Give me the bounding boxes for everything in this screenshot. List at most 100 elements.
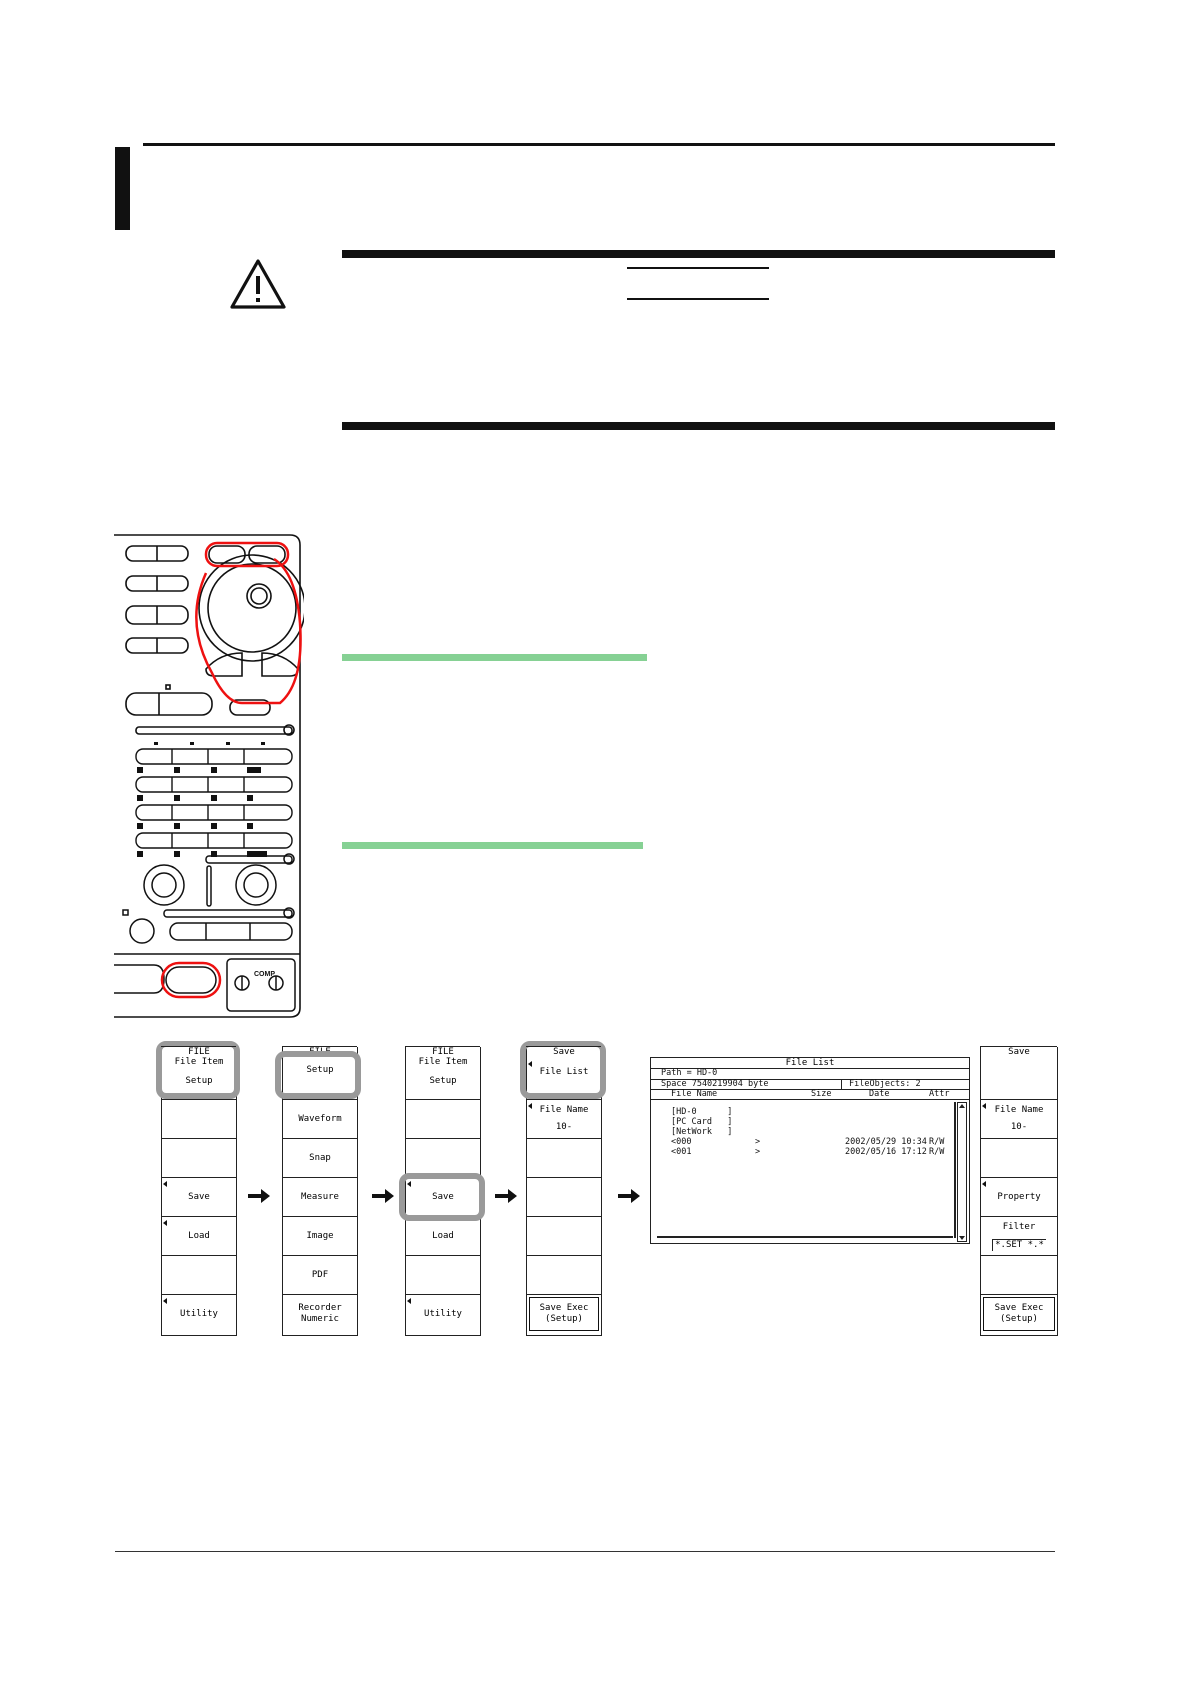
right-arrow-icon bbox=[372, 1189, 394, 1203]
image-softkey[interactable]: Image bbox=[283, 1217, 357, 1256]
file-list-object-count: FileObjects: 2 bbox=[849, 1079, 921, 1089]
section-marker-bar bbox=[115, 147, 130, 230]
measure-softkey[interactable]: Measure bbox=[283, 1178, 357, 1217]
filter-softkey[interactable]: Filter*.SET *.* bbox=[981, 1217, 1057, 1256]
row-attr: R/W bbox=[929, 1147, 945, 1157]
softkey[interactable] bbox=[162, 1100, 236, 1139]
front-panel-illustration: COMP bbox=[114, 534, 304, 1018]
caution-bottom-rule bbox=[342, 422, 1055, 430]
submenu-arrow-icon bbox=[163, 1220, 167, 1226]
green-heading-bar-2 bbox=[342, 842, 643, 849]
caution-underline-2 bbox=[627, 298, 769, 300]
column-header-attr: Attr bbox=[929, 1089, 950, 1099]
menu-top-border bbox=[526, 1046, 601, 1047]
property-softkey[interactable]: Property bbox=[981, 1178, 1057, 1217]
row-attr: R/W bbox=[929, 1137, 945, 1147]
table-row[interactable]: <000 > 2002/05/29 10:34 R/W bbox=[671, 1137, 945, 1148]
file-list-space: Space 7540219904 byte bbox=[661, 1079, 769, 1089]
submenu-arrow-icon bbox=[982, 1103, 986, 1109]
pdf-softkey[interactable]: PDF bbox=[283, 1256, 357, 1295]
table-row[interactable]: [HD-0 ] bbox=[671, 1108, 941, 1118]
softkey-label: Save bbox=[188, 1191, 210, 1202]
softkey[interactable] bbox=[527, 1256, 601, 1295]
submenu-arrow-icon bbox=[163, 1181, 167, 1187]
save-exec-softkey[interactable]: Save Exec(Setup) bbox=[983, 1297, 1055, 1331]
file-menu-panel: FILE File Item Setup Save Load Utility bbox=[405, 1047, 481, 1336]
utility-softkey[interactable]: Utility bbox=[162, 1295, 236, 1333]
menu-value: Setup bbox=[185, 1076, 213, 1086]
softkey[interactable] bbox=[527, 1139, 601, 1178]
right-arrow-icon bbox=[495, 1189, 517, 1203]
header-top-rule bbox=[143, 143, 1055, 146]
scroll-up-icon[interactable] bbox=[959, 1104, 965, 1108]
table-row[interactable]: <001 > 2002/05/16 17:12 R/W bbox=[671, 1147, 945, 1158]
menu-header: Save File List bbox=[527, 1047, 601, 1100]
softkey[interactable] bbox=[527, 1217, 601, 1256]
load-softkey[interactable]: Load bbox=[162, 1217, 236, 1256]
submenu-arrow-icon bbox=[163, 1298, 167, 1304]
menu-item-label: File Item bbox=[418, 1057, 468, 1067]
row-file-name: [NetWork ] bbox=[671, 1127, 733, 1137]
softkey-label: Save Exec bbox=[994, 1303, 1044, 1313]
row-file-name: [HD-0 ] bbox=[671, 1107, 733, 1117]
file-list-title: File List bbox=[651, 1058, 969, 1069]
row-file-name: <001 bbox=[671, 1147, 692, 1157]
menu-title: Save bbox=[1008, 1047, 1030, 1057]
comp-label: COMP bbox=[254, 971, 275, 978]
submenu-arrow-icon bbox=[982, 1181, 986, 1187]
load-softkey[interactable]: Load bbox=[406, 1217, 480, 1256]
softkey-label: Utility bbox=[180, 1308, 218, 1319]
softkey[interactable] bbox=[162, 1139, 236, 1178]
footer-rule bbox=[115, 1551, 1055, 1552]
menu-item-label: File Item bbox=[174, 1057, 224, 1067]
menu-top-border bbox=[405, 1046, 480, 1047]
menu-top-border bbox=[980, 1046, 1057, 1047]
save-exec-softkey[interactable]: Save Exec(Setup) bbox=[529, 1297, 599, 1331]
softkey[interactable] bbox=[981, 1139, 1057, 1178]
softkey[interactable] bbox=[162, 1256, 236, 1295]
submenu-arrow-icon bbox=[407, 1298, 411, 1304]
right-arrow-icon bbox=[618, 1189, 640, 1203]
softkey-label: File Name bbox=[994, 1105, 1044, 1115]
caution-top-rule bbox=[342, 250, 1055, 258]
highlight-save bbox=[399, 1173, 485, 1221]
highlight-file-list bbox=[520, 1041, 606, 1099]
softkey[interactable] bbox=[527, 1178, 601, 1217]
scrollbar[interactable] bbox=[957, 1102, 967, 1242]
softkey-label: Snap bbox=[309, 1152, 331, 1163]
softkey-label: Load bbox=[432, 1230, 454, 1241]
softkey-label: Numeric bbox=[301, 1314, 339, 1324]
softkey[interactable] bbox=[981, 1256, 1057, 1295]
column-header-date: Date bbox=[869, 1089, 890, 1099]
file-list-rows: [HD-0 ] [PC Card ] [NetWork ] <000 > 200… bbox=[671, 1108, 945, 1158]
file-list-window: File List Path = HD-0 Space 7540219904 b… bbox=[650, 1057, 970, 1244]
menu-title: FILE bbox=[188, 1047, 210, 1057]
scroll-down-icon[interactable] bbox=[959, 1236, 965, 1240]
waveform-softkey[interactable]: Waveform bbox=[283, 1100, 357, 1139]
highlight-file-item bbox=[156, 1041, 240, 1099]
table-row[interactable]: [NetWork ] bbox=[671, 1128, 941, 1138]
save-softkey[interactable]: Save bbox=[162, 1178, 236, 1217]
file-list-path: Path = HD-0 bbox=[661, 1068, 718, 1078]
softkey-label: Load bbox=[188, 1230, 210, 1241]
menu-value: Setup bbox=[306, 1065, 334, 1075]
softkey[interactable] bbox=[406, 1256, 480, 1295]
table-row[interactable]: [PC Card ] bbox=[671, 1118, 941, 1128]
highlight-setup bbox=[275, 1051, 361, 1099]
utility-softkey[interactable]: Utility bbox=[406, 1295, 480, 1333]
row-file-name: [PC Card ] bbox=[671, 1117, 733, 1127]
menu-title: FILE bbox=[432, 1047, 454, 1057]
row-date: 2002/05/16 17:12 bbox=[845, 1147, 927, 1157]
softkey-label: Filter bbox=[1002, 1221, 1036, 1232]
right-arrow-icon bbox=[248, 1189, 270, 1203]
softkey-label: Waveform bbox=[298, 1113, 342, 1124]
softkey-label: Property bbox=[997, 1191, 1041, 1202]
softkey[interactable] bbox=[406, 1100, 480, 1139]
snap-softkey[interactable]: Snap bbox=[283, 1139, 357, 1178]
submenu-arrow-icon bbox=[528, 1103, 532, 1109]
list-bottom-rule bbox=[657, 1236, 953, 1238]
